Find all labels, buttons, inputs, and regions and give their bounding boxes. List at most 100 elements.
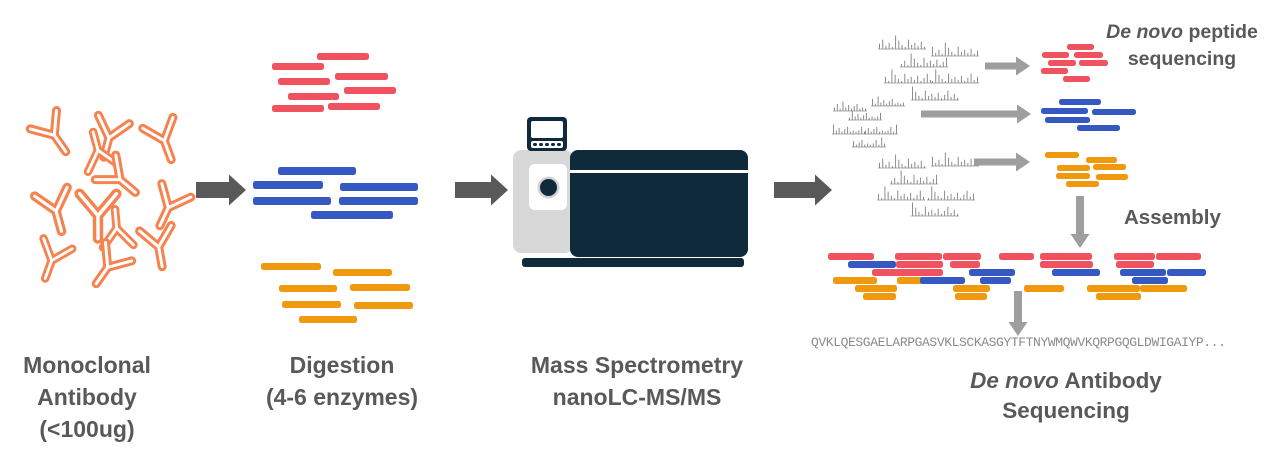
assembly-fragment bbox=[969, 269, 1015, 276]
red-fragments bbox=[317, 53, 369, 60]
blue-fragments bbox=[339, 197, 418, 205]
assembly-fragment bbox=[1156, 253, 1201, 260]
blue-peptides bbox=[1041, 108, 1088, 114]
spectrum-icon bbox=[911, 202, 959, 217]
red-fragments bbox=[278, 78, 330, 85]
assembly-fragment bbox=[953, 285, 990, 292]
spectrum-icon bbox=[890, 170, 938, 185]
label-assembly: Assembly bbox=[1124, 206, 1221, 229]
assembly-fragment bbox=[1052, 269, 1100, 276]
orange-peptides bbox=[1057, 165, 1090, 171]
assembly-fragment bbox=[1167, 269, 1206, 276]
red-peptides bbox=[1079, 60, 1108, 66]
blue-fragments bbox=[253, 181, 323, 189]
blue-peptides bbox=[1045, 117, 1090, 123]
spectrum-icon bbox=[832, 124, 866, 135]
assembly-fragment bbox=[1040, 253, 1092, 260]
orange-peptides bbox=[1086, 157, 1117, 163]
blue-fragments bbox=[253, 197, 331, 205]
blue-peptides bbox=[1077, 125, 1120, 131]
blue-peptides bbox=[1092, 109, 1136, 115]
mass-spec-seam-line bbox=[570, 170, 748, 173]
blue-fragments bbox=[278, 167, 356, 175]
assembly-fragment bbox=[1140, 285, 1187, 292]
assembly-fragment bbox=[955, 293, 987, 300]
orange-peptides bbox=[1045, 152, 1079, 158]
red-peptides bbox=[1048, 60, 1076, 66]
mass-spec-inlet-panel bbox=[529, 164, 567, 210]
assembly-fragment bbox=[920, 277, 965, 284]
sequence-text: QVKLQESGAELARPGASVKLSCKASGYTFTNYWMQWVKQR… bbox=[811, 335, 1226, 350]
inlet-port-icon bbox=[539, 178, 557, 196]
spectrum-icon bbox=[911, 86, 959, 101]
antibody-icon bbox=[138, 112, 178, 165]
spectrum-icon bbox=[878, 35, 926, 50]
orange-fragments bbox=[299, 316, 357, 323]
orange-fragments bbox=[279, 285, 337, 292]
blue-fragments bbox=[340, 183, 418, 191]
assembly-fragment bbox=[828, 253, 874, 260]
spectrum-icon bbox=[877, 186, 925, 201]
spectrum-icon bbox=[900, 53, 948, 68]
assembly-fragment bbox=[897, 277, 930, 284]
assembly-fragment bbox=[1114, 253, 1155, 260]
orange-fragments bbox=[261, 263, 321, 270]
assembly-fragment bbox=[1132, 277, 1168, 284]
spectrum-icon bbox=[931, 69, 979, 84]
red-peptides bbox=[1041, 68, 1068, 74]
orange-peptides bbox=[1056, 173, 1090, 179]
mass-spec-monitor bbox=[527, 117, 567, 151]
red-fragments bbox=[328, 103, 380, 110]
spectrum-icon bbox=[927, 186, 975, 201]
red-peptides bbox=[1067, 44, 1094, 50]
spectrum-icon bbox=[884, 69, 932, 84]
spectrum-icon bbox=[931, 152, 979, 167]
antibody-icon bbox=[90, 150, 140, 197]
orange-fragments bbox=[350, 284, 410, 291]
monitor-dot bbox=[557, 142, 561, 147]
orange-peptides bbox=[1066, 181, 1099, 187]
mass-spec-base bbox=[522, 258, 744, 267]
orange-peptides bbox=[1093, 164, 1126, 170]
label-mass-spectrometry: Mass Spectrometry nanoLC-MS/MS bbox=[530, 352, 744, 411]
monitor-dot bbox=[545, 142, 549, 147]
spectrum-icon bbox=[852, 137, 886, 148]
red-fragments bbox=[272, 63, 324, 70]
final-rest: Antibody Sequencing bbox=[1002, 368, 1162, 424]
label-digestion: Digestion (4-6 enzymes) bbox=[265, 352, 419, 411]
assembly-fragment bbox=[999, 253, 1034, 260]
spectrum-icon bbox=[931, 42, 979, 57]
monitor-dot bbox=[551, 142, 555, 147]
red-fragments bbox=[272, 105, 324, 112]
antibody-icon bbox=[155, 179, 196, 231]
blue-fragments bbox=[311, 211, 393, 219]
spectrum-icon bbox=[848, 110, 882, 121]
orange-fragments bbox=[282, 301, 341, 308]
assembly-fragment bbox=[1120, 269, 1166, 276]
denovo-rest: peptide sequencing bbox=[1127, 21, 1258, 70]
spectrum-icon bbox=[833, 101, 867, 112]
assembly-fragment bbox=[1040, 261, 1093, 268]
spectrum-icon bbox=[871, 96, 905, 107]
red-peptides bbox=[1063, 76, 1090, 82]
label-monoclonal-antibody: Monoclonal Antibody (<100ug) bbox=[23, 352, 151, 443]
assembly-fragment bbox=[943, 253, 981, 260]
down-arrow-icon bbox=[1008, 291, 1028, 336]
assembly-fragment bbox=[1116, 261, 1154, 268]
label-denovo-antibody-sequencing: De novo Antibody Sequencing bbox=[926, 366, 1206, 427]
assembly-fragment bbox=[1096, 293, 1141, 300]
denovo-italic: De novo bbox=[1106, 21, 1184, 43]
assembly-fragment bbox=[1087, 285, 1140, 292]
down-arrow-icon bbox=[1070, 196, 1090, 248]
sequencing-arrow-icon bbox=[985, 56, 1030, 76]
red-peptides bbox=[1042, 52, 1069, 58]
antibody-icon bbox=[98, 205, 138, 252]
assembly-fragment bbox=[855, 285, 897, 292]
mass-spec-main-body bbox=[570, 150, 748, 257]
monitor-buttons bbox=[531, 141, 563, 148]
antibody-icon bbox=[39, 234, 77, 283]
antibody-icon bbox=[135, 220, 176, 272]
assembly-fragment bbox=[950, 261, 980, 268]
orange-fragments bbox=[354, 302, 413, 309]
red-fragments bbox=[288, 93, 339, 100]
